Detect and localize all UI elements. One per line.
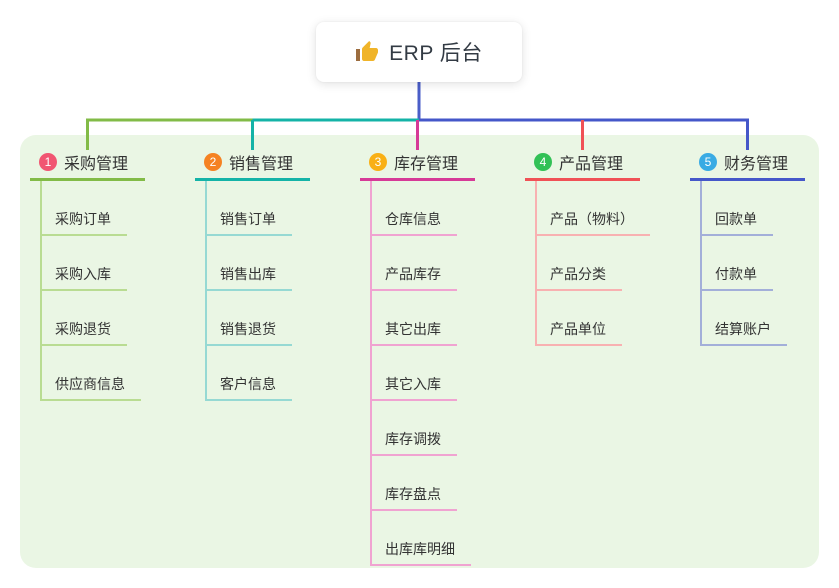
branch-number-badge: 5 bbox=[699, 152, 717, 171]
thumbs-up-icon bbox=[355, 40, 379, 64]
branch-number-badge: 1 bbox=[39, 152, 57, 171]
child-node[interactable]: 供应商信息 bbox=[40, 346, 141, 401]
child-node[interactable]: 出库库明细 bbox=[370, 511, 471, 566]
branch-children: 采购订单采购入库采购退货供应商信息 bbox=[40, 181, 192, 401]
child-node[interactable]: 销售订单 bbox=[205, 181, 292, 236]
branch-node[interactable]: 4 产品管理 bbox=[525, 145, 640, 181]
branch-number-badge: 3 bbox=[369, 152, 387, 171]
child-node[interactable]: 产品库存 bbox=[370, 236, 457, 291]
branch-5: 5 财务管理 回款单付款单结算账户 bbox=[690, 145, 839, 346]
branch-child-connector-line bbox=[370, 181, 372, 566]
child-node[interactable]: 采购订单 bbox=[40, 181, 127, 236]
branch-label: 产品管理 bbox=[559, 155, 624, 173]
branch-node[interactable]: 2 销售管理 bbox=[195, 145, 310, 181]
child-node[interactable]: 其它入库 bbox=[370, 346, 457, 401]
branch-children: 回款单付款单结算账户 bbox=[700, 181, 839, 346]
child-node[interactable]: 仓库信息 bbox=[370, 181, 457, 236]
branch-children: 销售订单销售出库销售退货客户信息 bbox=[205, 181, 357, 401]
branch-node[interactable]: 3 库存管理 bbox=[360, 145, 475, 181]
root-node-label: ERP 后台 bbox=[389, 42, 483, 65]
branch-label: 财务管理 bbox=[724, 155, 789, 173]
child-node[interactable]: 付款单 bbox=[700, 236, 773, 291]
child-node[interactable]: 采购退货 bbox=[40, 291, 127, 346]
branch-children: 产品（物料）产品分类产品单位 bbox=[535, 181, 687, 346]
branch-label: 销售管理 bbox=[229, 155, 294, 173]
child-node[interactable]: 结算账户 bbox=[700, 291, 787, 346]
branch-number-badge: 2 bbox=[204, 152, 222, 171]
branch-4: 4 产品管理 产品（物料）产品分类产品单位 bbox=[525, 145, 687, 346]
branch-label: 库存管理 bbox=[394, 155, 459, 173]
branch-number-badge: 4 bbox=[534, 152, 552, 171]
child-node[interactable]: 产品分类 bbox=[535, 236, 622, 291]
branch-child-connector-line bbox=[40, 181, 42, 401]
child-node[interactable]: 产品单位 bbox=[535, 291, 622, 346]
branch-node[interactable]: 1 采购管理 bbox=[30, 145, 145, 181]
child-node[interactable]: 客户信息 bbox=[205, 346, 292, 401]
branch-3: 3 库存管理 仓库信息产品库存其它出库其它入库库存调拨库存盘点出库库明细 bbox=[360, 145, 522, 566]
branch-children: 仓库信息产品库存其它出库其它入库库存调拨库存盘点出库库明细 bbox=[370, 181, 522, 566]
branch-label: 采购管理 bbox=[64, 155, 129, 173]
child-node[interactable]: 库存调拨 bbox=[370, 401, 457, 456]
child-node[interactable]: 回款单 bbox=[700, 181, 773, 236]
branch-2: 2 销售管理 销售订单销售出库销售退货客户信息 bbox=[195, 145, 357, 401]
child-node[interactable]: 销售出库 bbox=[205, 236, 292, 291]
branch-child-connector-line bbox=[700, 181, 702, 346]
branch-child-connector-line bbox=[535, 181, 537, 346]
root-node[interactable]: ERP 后台 bbox=[316, 22, 522, 82]
child-node[interactable]: 销售退货 bbox=[205, 291, 292, 346]
child-node[interactable]: 其它出库 bbox=[370, 291, 457, 346]
child-node[interactable]: 采购入库 bbox=[40, 236, 127, 291]
branch-node[interactable]: 5 财务管理 bbox=[690, 145, 805, 181]
branch-1: 1 采购管理 采购订单采购入库采购退货供应商信息 bbox=[30, 145, 192, 401]
branch-child-connector-line bbox=[205, 181, 207, 401]
child-node[interactable]: 产品（物料） bbox=[535, 181, 650, 236]
branches-background-panel bbox=[20, 135, 819, 568]
child-node[interactable]: 库存盘点 bbox=[370, 456, 457, 511]
